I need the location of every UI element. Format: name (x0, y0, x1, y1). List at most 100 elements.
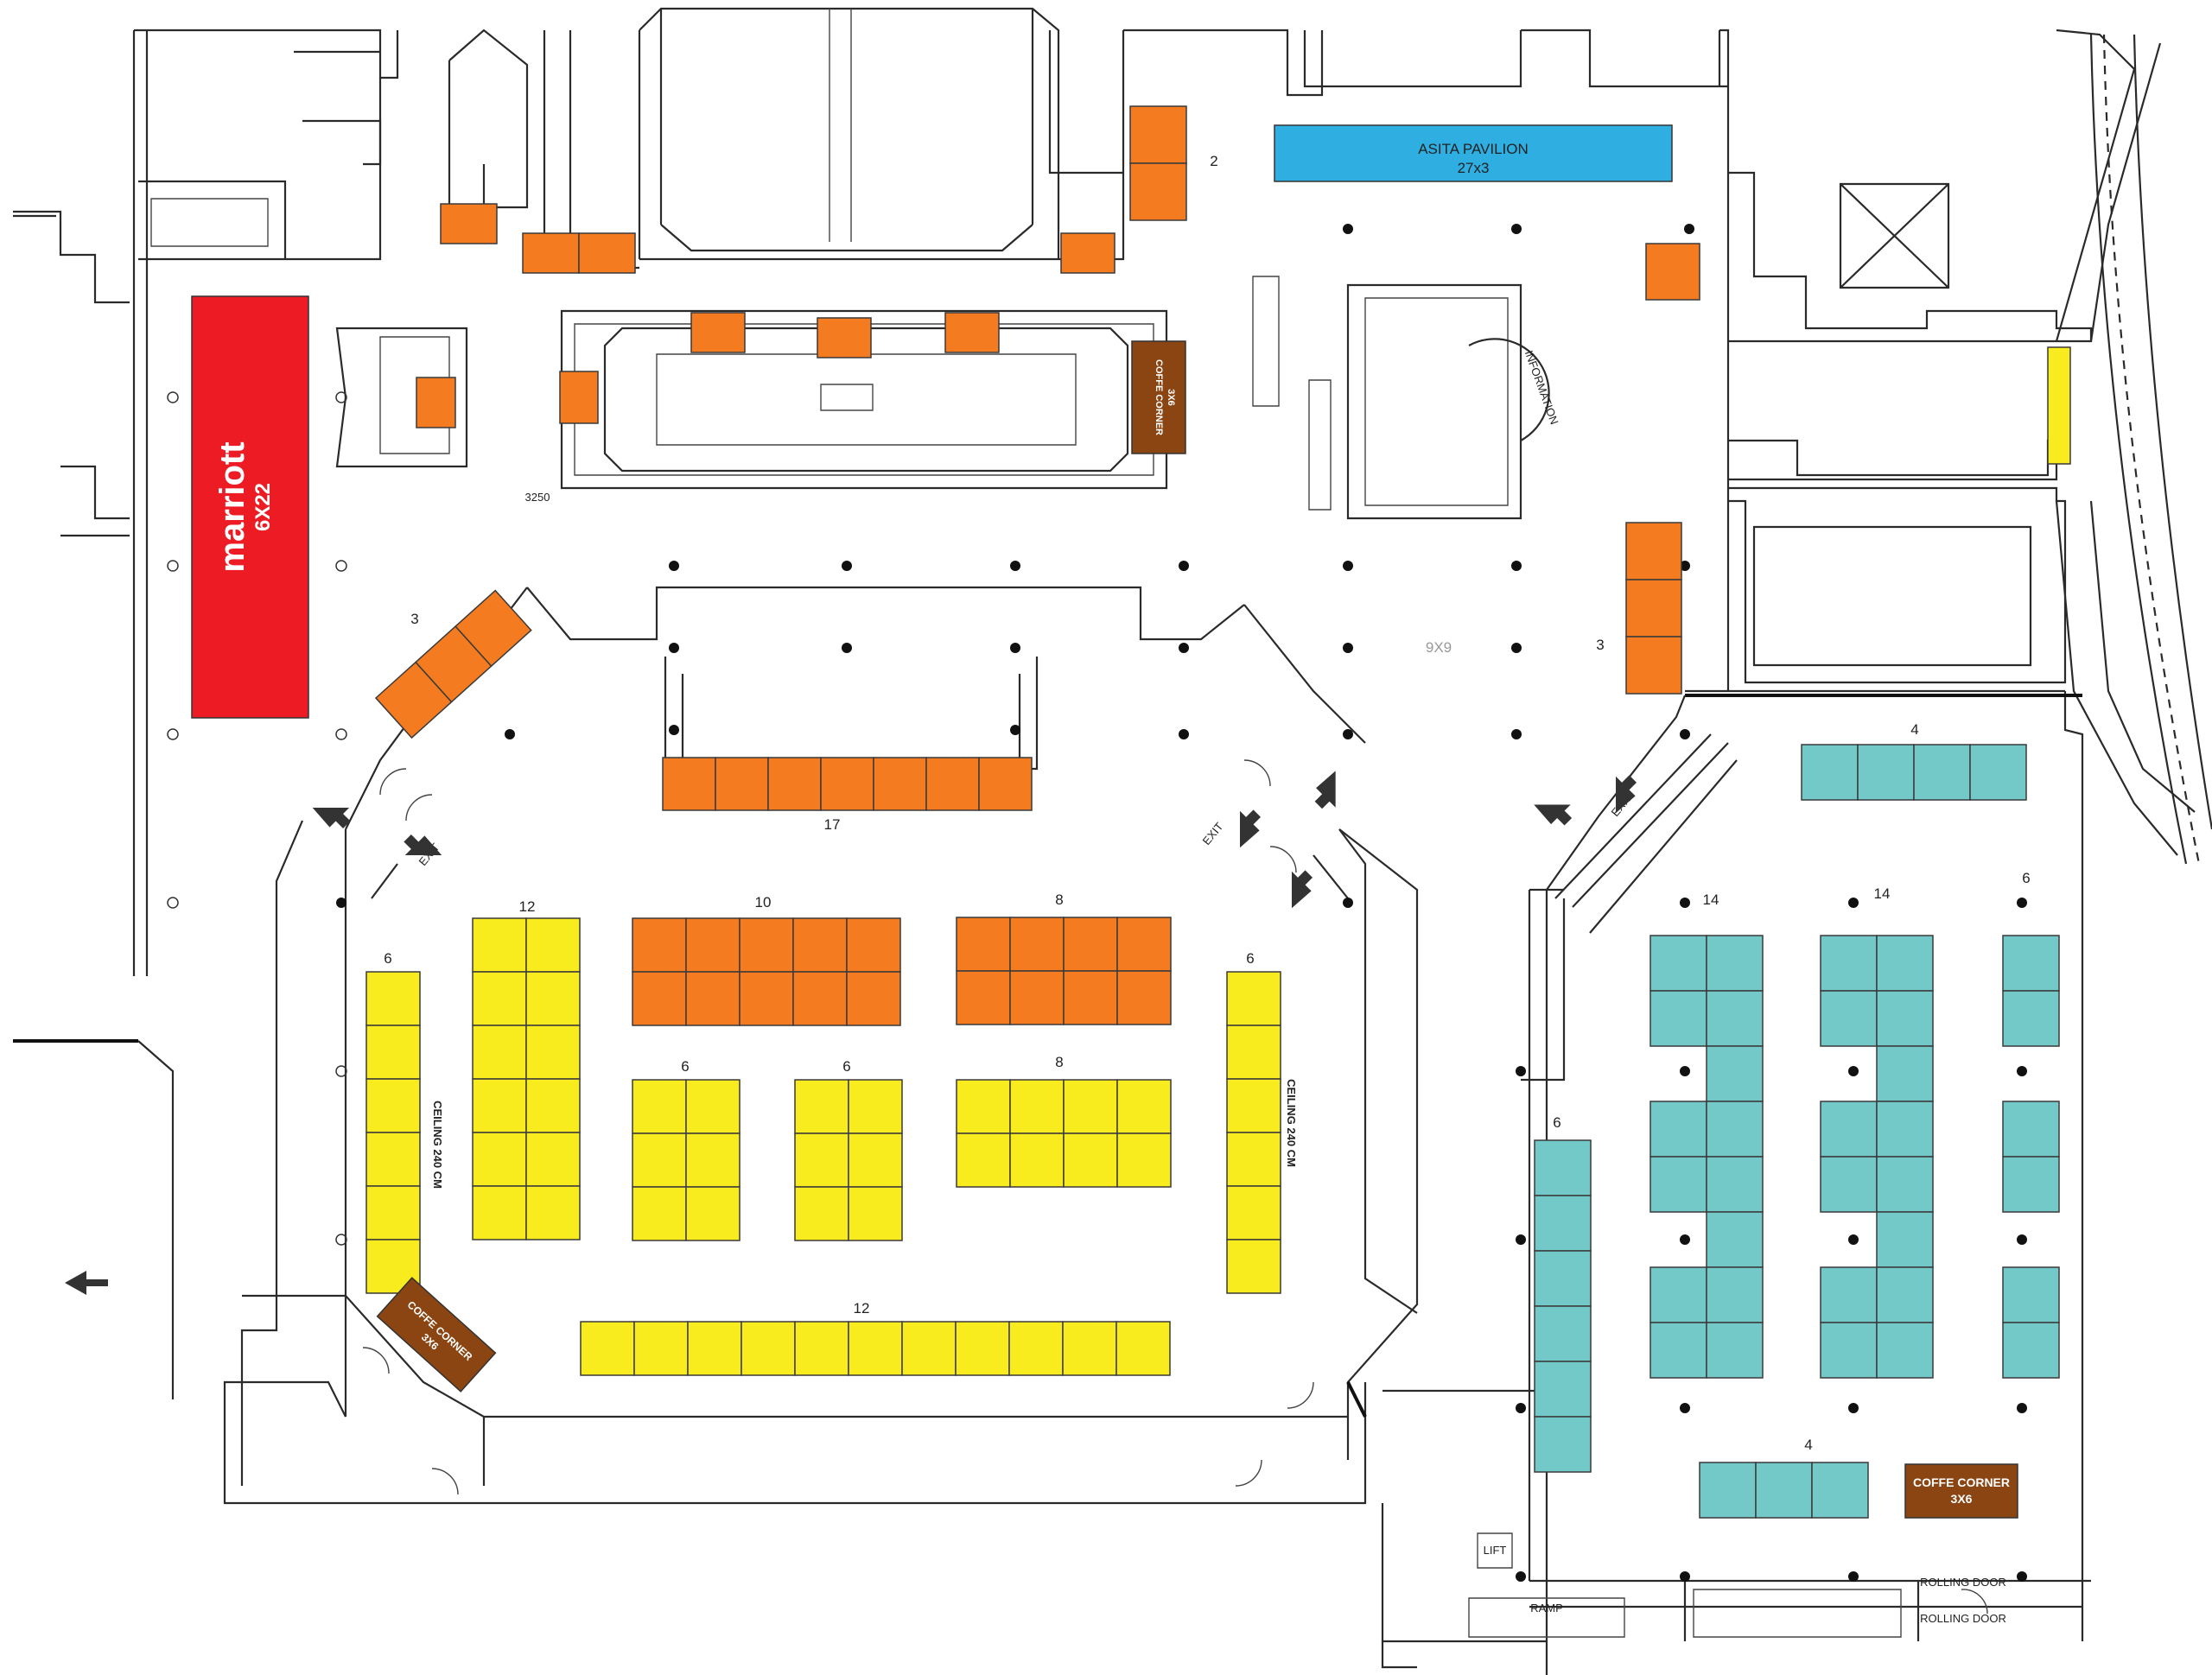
booth-cell[interactable] (1534, 1250, 1592, 1307)
teal-block-6-right-c[interactable] (2002, 1266, 2060, 1379)
orange-booth-center-left[interactable] (559, 371, 599, 424)
orange-booth-top-row[interactable] (522, 232, 636, 274)
booth-cell[interactable] (901, 1321, 957, 1376)
booth-cell[interactable] (472, 917, 527, 973)
booth-cell[interactable] (1969, 744, 2027, 801)
booth-cell[interactable] (739, 971, 794, 1026)
booth-cell[interactable] (2002, 1101, 2060, 1158)
booth-cell[interactable] (1062, 1321, 1117, 1376)
booth-cell[interactable] (525, 1025, 581, 1080)
booth-cell[interactable] (472, 971, 527, 1026)
booth-cell[interactable] (848, 1133, 903, 1188)
booth-cell[interactable] (1116, 917, 1172, 972)
booth-cell[interactable] (632, 1079, 687, 1134)
booth-cell[interactable] (794, 1186, 849, 1241)
booth-cell[interactable] (1820, 935, 1878, 992)
orange-booth-3-left[interactable] (374, 589, 532, 739)
booth-cell[interactable] (1811, 1462, 1869, 1519)
booth-cell[interactable] (1649, 990, 1707, 1047)
booth-cell[interactable] (1063, 1133, 1118, 1188)
booth-cell[interactable] (632, 917, 687, 973)
booth-cell[interactable] (848, 1186, 903, 1241)
booth-cell[interactable] (1226, 1132, 1281, 1187)
booth-cell[interactable] (1116, 1079, 1172, 1134)
booth-cell[interactable] (1820, 990, 1878, 1047)
booth-cell[interactable] (662, 757, 716, 811)
booth-cell[interactable] (2002, 990, 2060, 1047)
booth-cell[interactable] (1755, 1462, 1813, 1519)
booth-cell[interactable] (1226, 971, 1281, 1026)
booth-cell[interactable] (2002, 1266, 2060, 1323)
marriott-booth[interactable]: marriott 6X22 (191, 295, 309, 719)
booth-cell[interactable] (522, 232, 580, 274)
booth-cell[interactable] (1820, 1101, 1878, 1158)
booth-cell[interactable] (820, 757, 874, 811)
coffee-corner-top[interactable]: COFFE CORNER 3X6 (1131, 340, 1186, 454)
booth-cell[interactable] (365, 1025, 421, 1080)
booth-cell[interactable] (525, 917, 581, 973)
booth-cell[interactable] (1801, 744, 1859, 801)
booth-cell[interactable] (1008, 1321, 1064, 1376)
booth-cell[interactable] (846, 971, 901, 1026)
booth-cell[interactable] (1009, 1133, 1065, 1188)
yellow-block-6-left[interactable] (365, 971, 421, 1294)
booth-cell[interactable] (1706, 1045, 1764, 1102)
booth-cell[interactable] (1706, 1211, 1764, 1268)
asita-pavilion-booth[interactable]: ASITA PAVILION 27x3 (1274, 124, 1673, 182)
booth-cell[interactable] (1534, 1305, 1592, 1362)
booth-cell[interactable] (472, 1078, 527, 1133)
coffee-corner-left[interactable]: COFFE CORNER 3X6 (376, 1277, 497, 1393)
orange-row-17[interactable] (662, 757, 1033, 811)
booth-cell[interactable] (715, 757, 769, 811)
booth-cell[interactable] (767, 757, 822, 811)
booth-cell[interactable] (1226, 1025, 1281, 1080)
teal-block-14-a-top[interactable] (1649, 935, 1764, 1047)
orange-booth-3-right[interactable] (1625, 522, 1682, 695)
teal-block-6-left[interactable] (1534, 1139, 1592, 1473)
booth-cell[interactable] (1876, 935, 1934, 992)
teal-block-6-right-a[interactable] (2002, 935, 2060, 1047)
booth-cell[interactable] (1063, 1079, 1118, 1134)
booth-cell[interactable] (1706, 1322, 1764, 1379)
orange-booth-center-b[interactable] (817, 317, 872, 358)
booth-cell[interactable] (956, 1133, 1011, 1188)
teal-block-14-b-mid[interactable] (1876, 1045, 1934, 1102)
booth-cell[interactable] (685, 971, 741, 1026)
booth-cell[interactable] (1706, 1266, 1764, 1323)
orange-booth-center-a[interactable] (690, 312, 746, 353)
booth-cell[interactable] (1129, 105, 1187, 164)
booth-cell[interactable] (1649, 1101, 1707, 1158)
booth-cell[interactable] (925, 757, 980, 811)
booth-cell[interactable] (1699, 1462, 1757, 1519)
booth-cell[interactable] (1876, 1045, 1934, 1102)
booth-cell[interactable] (632, 971, 687, 1026)
yellow-block-6-mid-a[interactable] (632, 1079, 741, 1241)
booth-cell[interactable] (632, 1133, 687, 1188)
booth-cell[interactable] (1649, 1266, 1707, 1323)
booth-cell[interactable] (794, 1321, 849, 1376)
booth-cell[interactable] (365, 1132, 421, 1187)
booth-cell[interactable] (1625, 636, 1682, 695)
teal-block-14-b-top[interactable] (1820, 935, 1934, 1047)
booth-cell[interactable] (1534, 1195, 1592, 1252)
booth-cell[interactable] (1060, 232, 1116, 274)
booth-cell[interactable] (365, 1185, 421, 1240)
booth-cell[interactable] (1706, 990, 1764, 1047)
booth-cell[interactable] (685, 917, 741, 973)
booth-cell[interactable] (955, 1321, 1010, 1376)
yellow-row-12[interactable] (580, 1321, 1171, 1376)
booth-cell[interactable] (525, 1185, 581, 1240)
booth-cell[interactable] (685, 1079, 741, 1134)
booth-cell[interactable] (944, 312, 1000, 353)
orange-booth-stair[interactable] (416, 377, 456, 428)
booth-cell[interactable] (1645, 243, 1700, 301)
booth-cell[interactable] (1820, 1156, 1878, 1213)
booth-cell[interactable] (1820, 1322, 1878, 1379)
orange-booth-top-left[interactable] (440, 203, 498, 244)
yellow-block-6-right[interactable] (1226, 971, 1281, 1294)
yellow-block-8-mid[interactable] (956, 1079, 1172, 1188)
booth-cell[interactable] (472, 1185, 527, 1240)
booth-cell[interactable] (1063, 970, 1118, 1025)
booth-cell[interactable] (817, 317, 872, 358)
booth-cell[interactable] (978, 757, 1033, 811)
